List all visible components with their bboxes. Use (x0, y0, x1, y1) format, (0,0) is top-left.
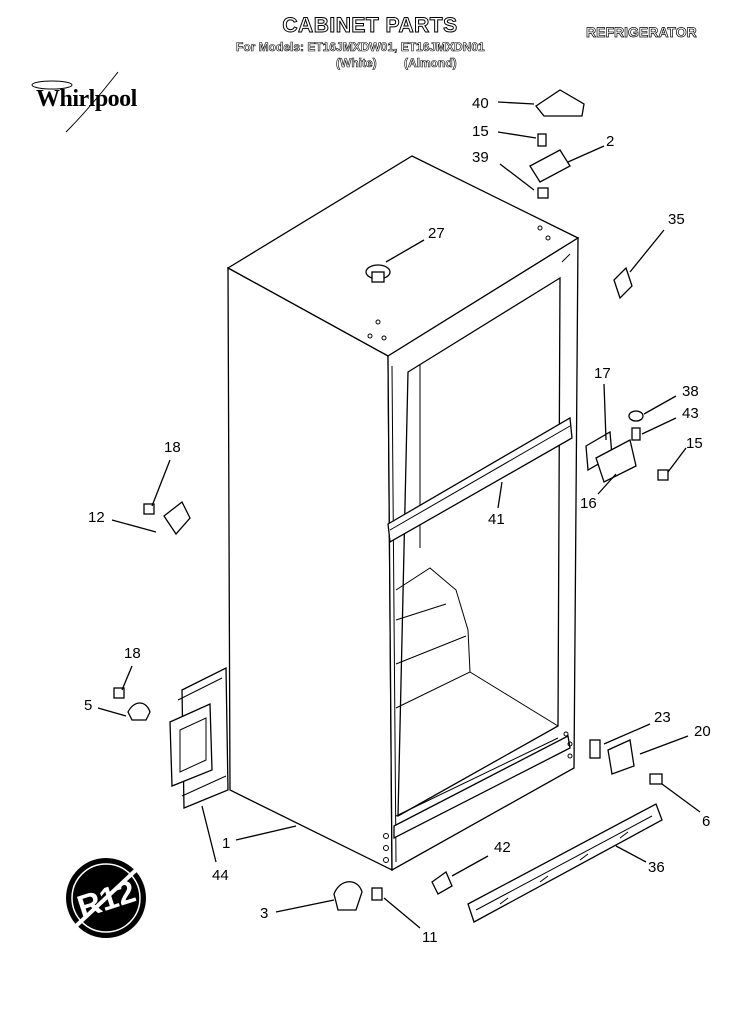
callout-2: 2 (606, 133, 614, 150)
callout-35: 35 (668, 211, 685, 228)
variant-white: (White) (336, 56, 377, 71)
callout-38: 38 (682, 383, 699, 400)
r12-badge: R12 (66, 858, 146, 938)
callout-36: 36 (648, 859, 665, 876)
callout-15-top: 15 (472, 123, 489, 140)
callout-41: 41 (488, 511, 505, 528)
cabinet-body (226, 155, 580, 872)
left-hinge-part-5 (113, 687, 151, 721)
callout-39: 39 (472, 149, 489, 166)
callout-18-lower: 18 (124, 645, 141, 662)
callout-12: 12 (88, 509, 105, 526)
callout-15-right: 15 (686, 435, 703, 452)
center-hinge-assembly (585, 410, 669, 483)
left-hinge-part-12 (143, 501, 191, 536)
divider-rail (387, 416, 573, 544)
top-plug (365, 264, 391, 283)
callout-44: 44 (212, 867, 229, 884)
callout-3: 3 (260, 905, 268, 922)
callout-18-upper: 18 (164, 439, 181, 456)
leveler-bracket-3 (333, 881, 363, 911)
callout-20: 20 (694, 723, 711, 740)
toe-grille-36 (467, 803, 663, 923)
roller-bracket-42 (431, 871, 453, 895)
left-bottom-panel (169, 666, 229, 809)
page-title: CABINET PARTS (282, 14, 458, 38)
model-numbers: For Models: ET16JMXDW01, ET16JMXDN01 (236, 40, 485, 55)
bottom-hinge-parts (589, 739, 663, 785)
callout-11: 11 (422, 929, 438, 946)
callout-5: 5 (84, 697, 92, 714)
category-label: REFRIGERATOR (586, 24, 697, 41)
variant-almond: (Almond) (404, 56, 457, 71)
callout-40: 40 (472, 95, 489, 112)
screw-11 (371, 887, 383, 901)
callout-16: 16 (580, 495, 597, 512)
callout-43: 43 (682, 405, 699, 422)
top-hinge-cover (535, 89, 585, 117)
callout-6: 6 (702, 813, 710, 830)
callout-1: 1 (222, 835, 230, 852)
brand-logo: Whirlpool (36, 86, 137, 112)
leader-lines (97, 101, 701, 929)
top-hinge (529, 133, 571, 199)
callout-42: 42 (494, 839, 511, 856)
callout-17: 17 (594, 365, 611, 382)
top-trim-clip (613, 266, 633, 300)
callout-27: 27 (428, 225, 445, 242)
callout-23: 23 (654, 709, 671, 726)
brand-swoosh-icon (31, 71, 119, 133)
